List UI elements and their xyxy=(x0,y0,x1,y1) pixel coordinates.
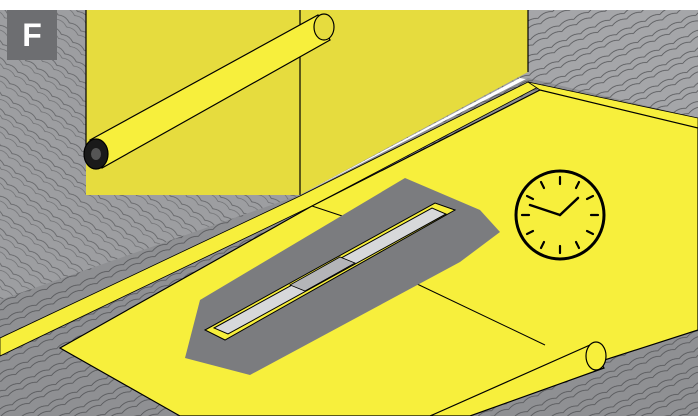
step-badge: F xyxy=(7,10,57,60)
clock-icon xyxy=(516,171,604,259)
